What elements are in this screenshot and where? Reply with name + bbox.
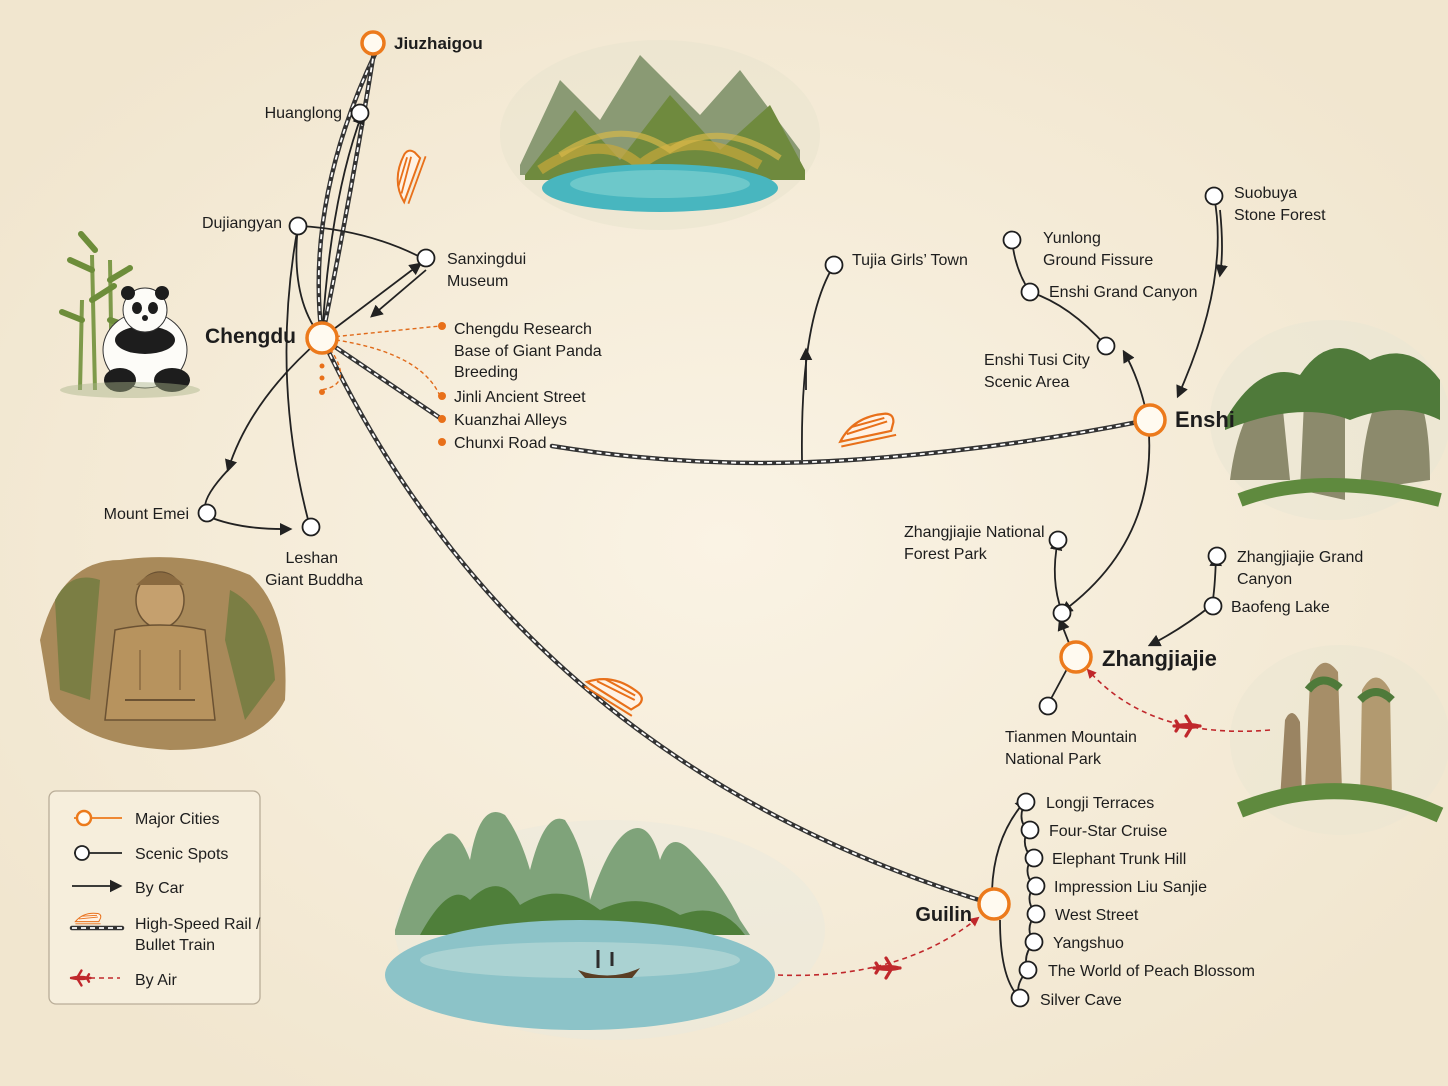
bamboo-icon [59,231,133,391]
legend-spot-icon [74,845,90,861]
spot-node-yunlong[interactable] [1002,230,1022,250]
legend-by-car: By Car [135,880,185,897]
spot-node-leshan[interactable] [301,517,321,537]
label-enshi-canyon: Enshi Grand Canyon [1049,284,1198,301]
spot-node-guilin-8[interactable] [1010,988,1030,1008]
label-chengdu: Chengdu [205,325,296,348]
label-jinli: Jinli Ancient Street [454,389,586,406]
spot-node-guilin-1[interactable] [1016,792,1036,812]
spot-node-enshi-canyon[interactable] [1020,282,1040,302]
label-guilin-spot: Longji Terraces [1046,795,1154,812]
city-node-jiuzhaigou[interactable] [360,30,386,56]
spot-node-tujia[interactable] [824,255,844,275]
label-jiuzhaigou: Jiuzhaigou [394,34,483,53]
label-chunxi: Chunxi Road [454,435,547,452]
city-node-zhangjiajie[interactable] [1059,640,1093,674]
spot-node-guilin-5[interactable] [1026,904,1046,924]
city-nodes [305,30,1167,921]
spot-node-guilin-7[interactable] [1018,960,1038,980]
label-guilin-spot: Four-Star Cruise [1049,823,1167,840]
spot-node-enshi-tusi[interactable] [1096,336,1116,356]
label-guilin-spot: Impression Liu Sanjie [1054,879,1207,896]
label-guilin-spot: Silver Cave [1040,992,1122,1009]
spot-node-tianmen[interactable] [1038,696,1058,716]
label-panda-base: Chengdu Research Base of Giant Panda Bre… [454,321,606,381]
label-guilin-spot: Elephant Trunk Hill [1052,851,1186,868]
spot-node-zjj-junction[interactable] [1052,603,1072,623]
legend-major-cities: Major Cities [135,811,219,828]
guilin-spot-labels: Longji Terraces Four-Star Cruise Elephan… [1040,795,1255,1009]
spot-node-guilin-3[interactable] [1024,848,1044,868]
spot-node-guilin-4[interactable] [1026,876,1046,896]
label-suobuya: Suobuya Stone Forest [1234,185,1326,224]
spot-node-suobuya[interactable] [1204,186,1224,206]
label-zjj-forest: Zhangjiajie National Forest Park [904,524,1049,563]
label-zjj-canyon: Zhangjiajie Grand Canyon [1237,549,1368,588]
label-dujiangyan: Dujiangyan [202,215,282,232]
city-node-enshi[interactable] [1133,403,1167,437]
spot-node-zjj-canyon[interactable] [1207,546,1227,566]
label-zhangjiajie: Zhangjiajie [1102,646,1217,671]
legend-by-air: By Air [135,972,177,989]
panda-icon [59,231,200,398]
spot-node-huanglong[interactable] [350,103,370,123]
label-huanglong: Huanglong [265,105,342,122]
mountain-lake-icon [500,40,820,230]
label-sanxingdui: Sanxingdui Museum [447,251,531,290]
label-mount-emei: Mount Emei [104,506,189,523]
car-routes [204,111,1228,999]
label-enshi-tusi: Enshi Tusi City Scenic Area [984,352,1094,391]
spot-labels: Huanglong Dujiangyan Sanxingdui Museum M… [104,105,1368,768]
label-tujia: Tujia Girls’ Town [852,252,968,269]
legend: Major Cities Scenic Spots By Car High-Sp… [48,790,265,1005]
legend-city-icon [75,809,93,827]
spot-node-dujiangyan[interactable] [288,216,308,236]
label-kuanzhai: Kuanzhai Alleys [454,412,567,429]
label-leshan: Leshan Giant Buddha [265,550,363,589]
spot-node-guilin-2[interactable] [1020,820,1040,840]
legend-scenic-spots: Scenic Spots [135,846,228,863]
label-tianmen: Tianmen Mountain National Park [1005,729,1141,768]
spot-node-mount-emei[interactable] [197,503,217,523]
karst-river-icon [385,812,825,1040]
chengdu-local-routes [319,322,446,446]
spot-node-zjj-forest[interactable] [1048,530,1068,550]
label-enshi: Enshi [1175,407,1235,432]
label-yunlong: Yunlong Ground Fissure [1043,230,1153,269]
spot-nodes [197,103,1227,1008]
label-guilin-spot: West Street [1055,907,1139,924]
label-guilin-spot: Yangshuo [1053,935,1124,952]
city-node-chengdu[interactable] [305,321,339,355]
spot-node-guilin-6[interactable] [1024,932,1044,952]
spot-node-sanxingdui[interactable] [416,248,436,268]
sandstone-pillars-icon [1210,320,1448,520]
air-routes [777,668,1271,980]
spot-node-baofeng[interactable] [1203,596,1223,616]
legend-rail: High-Speed Rail / Bullet Train [135,916,265,954]
city-labels: Jiuzhaigou Chengdu Enshi Zhangjiajie Gui… [205,34,1235,926]
city-node-guilin[interactable] [977,887,1011,921]
label-guilin-spot: The World of Peach Blossom [1048,963,1255,980]
label-guilin: Guilin [915,904,972,926]
rail-routes [316,49,1151,907]
label-baofeng: Baofeng Lake [1231,599,1330,616]
chengdu-local-labels: Chengdu Research Base of Giant Panda Bre… [454,321,606,452]
sandstone-pillars-icon [1230,645,1448,835]
giant-buddha-icon [40,557,286,750]
